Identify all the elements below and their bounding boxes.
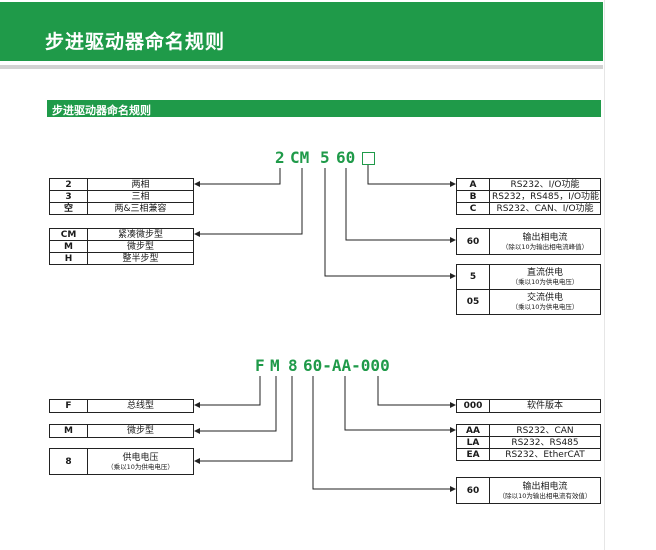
table-row: 5 直流供电（乘以10为供电电压） <box>456 264 601 290</box>
model1-code-type: CM <box>290 148 310 167</box>
model2-current-connector <box>312 376 456 492</box>
header-band <box>0 2 603 61</box>
model2-code-rest: 60-AA-000 <box>303 356 390 375</box>
model1-supply-connector <box>324 168 456 279</box>
model2-code-type: M <box>270 356 280 375</box>
model1-code-current: 60 <box>336 148 356 167</box>
model1-code-phase: 2 <box>275 148 285 167</box>
table-row: 60 输出相电流（除以10为输出相电流峰值） <box>456 228 601 255</box>
header-divider <box>0 65 603 69</box>
model1-comm-connector <box>367 165 456 187</box>
model2-supply-table: 8 供电电压（乘以10为供电电压） <box>49 448 194 475</box>
table-row: 8 供电电压（乘以10为供电电压） <box>49 448 194 475</box>
model1-current-table: 60 输出相电流（除以10为输出相电流峰值） <box>456 228 601 255</box>
table-row: 空两&三相兼容 <box>49 202 194 215</box>
model2-current-table: 60 输出相电流（除以10为输出相电流有效值） <box>456 477 601 504</box>
model1-code-comm-placeholder <box>362 152 375 165</box>
model1-supply-table: 5 直流供电（乘以10为供电电压） 05 交流供电（乘以10为供电电压） <box>456 264 601 315</box>
model2-bus-connector <box>194 376 261 408</box>
section-title: 步进驱动器命名规则 <box>52 104 151 117</box>
model2-comm-connector <box>344 376 456 433</box>
model2-version-connector <box>377 376 456 408</box>
table-row: 60 输出相电流（除以10为输出相电流有效值） <box>456 477 601 504</box>
model2-code-bus: F <box>255 356 265 375</box>
model2-supply-connector <box>194 376 293 464</box>
model1-type-connector <box>194 168 303 237</box>
model1-current-connector <box>345 168 456 243</box>
model2-code-supply: 8 <box>288 356 298 375</box>
right-border <box>604 0 605 550</box>
section-bar <box>47 100 601 117</box>
model1-phase-connector <box>194 168 281 187</box>
model1-code-supply: 5 <box>320 148 330 167</box>
model2-type-connector <box>194 376 277 434</box>
table-row: 05 交流供电（乘以10为供电电压） <box>456 289 601 315</box>
page-title: 步进驱动器命名规则 <box>45 31 226 53</box>
